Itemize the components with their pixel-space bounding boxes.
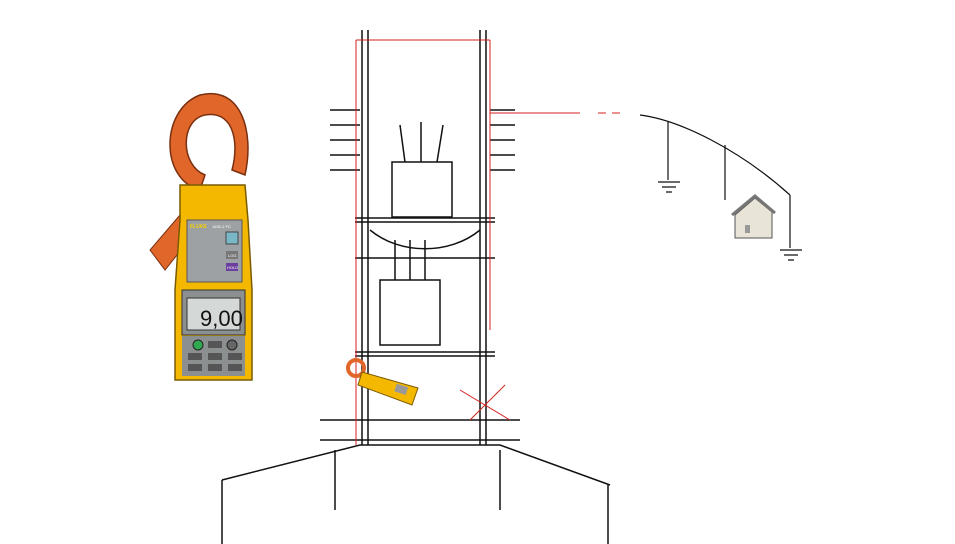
display-value: 9,00 (200, 306, 243, 331)
model-text: 1630-2 FC (212, 224, 231, 229)
brand-text: FLUKE (190, 224, 207, 230)
key-1[interactable] (188, 353, 202, 360)
down-button[interactable] (208, 364, 222, 371)
log-button[interactable] (226, 251, 238, 259)
lcd-display (186, 297, 241, 331)
clamp-meter-large: FLUKE 1630-2 FC LOG HOLD 9,00 (149, 92, 253, 381)
up-button[interactable] (208, 353, 222, 360)
log-label: LOG (228, 253, 236, 258)
key-3[interactable] (228, 353, 242, 360)
clamp-jaw (169, 92, 249, 191)
hold-button[interactable] (226, 263, 238, 271)
power-button[interactable] (192, 339, 204, 351)
hold-label: HOLD (227, 265, 238, 270)
distribution-line (639, 114, 802, 261)
mode-button[interactable] (188, 364, 202, 371)
backlight-button[interactable] (226, 339, 238, 351)
substation-structure (221, 30, 611, 544)
clamp-meter-small (346, 358, 419, 406)
alarm-button[interactable] (208, 341, 222, 348)
wireless-button[interactable] (225, 231, 239, 245)
range-button[interactable] (228, 364, 242, 371)
house-icon (731, 194, 776, 239)
